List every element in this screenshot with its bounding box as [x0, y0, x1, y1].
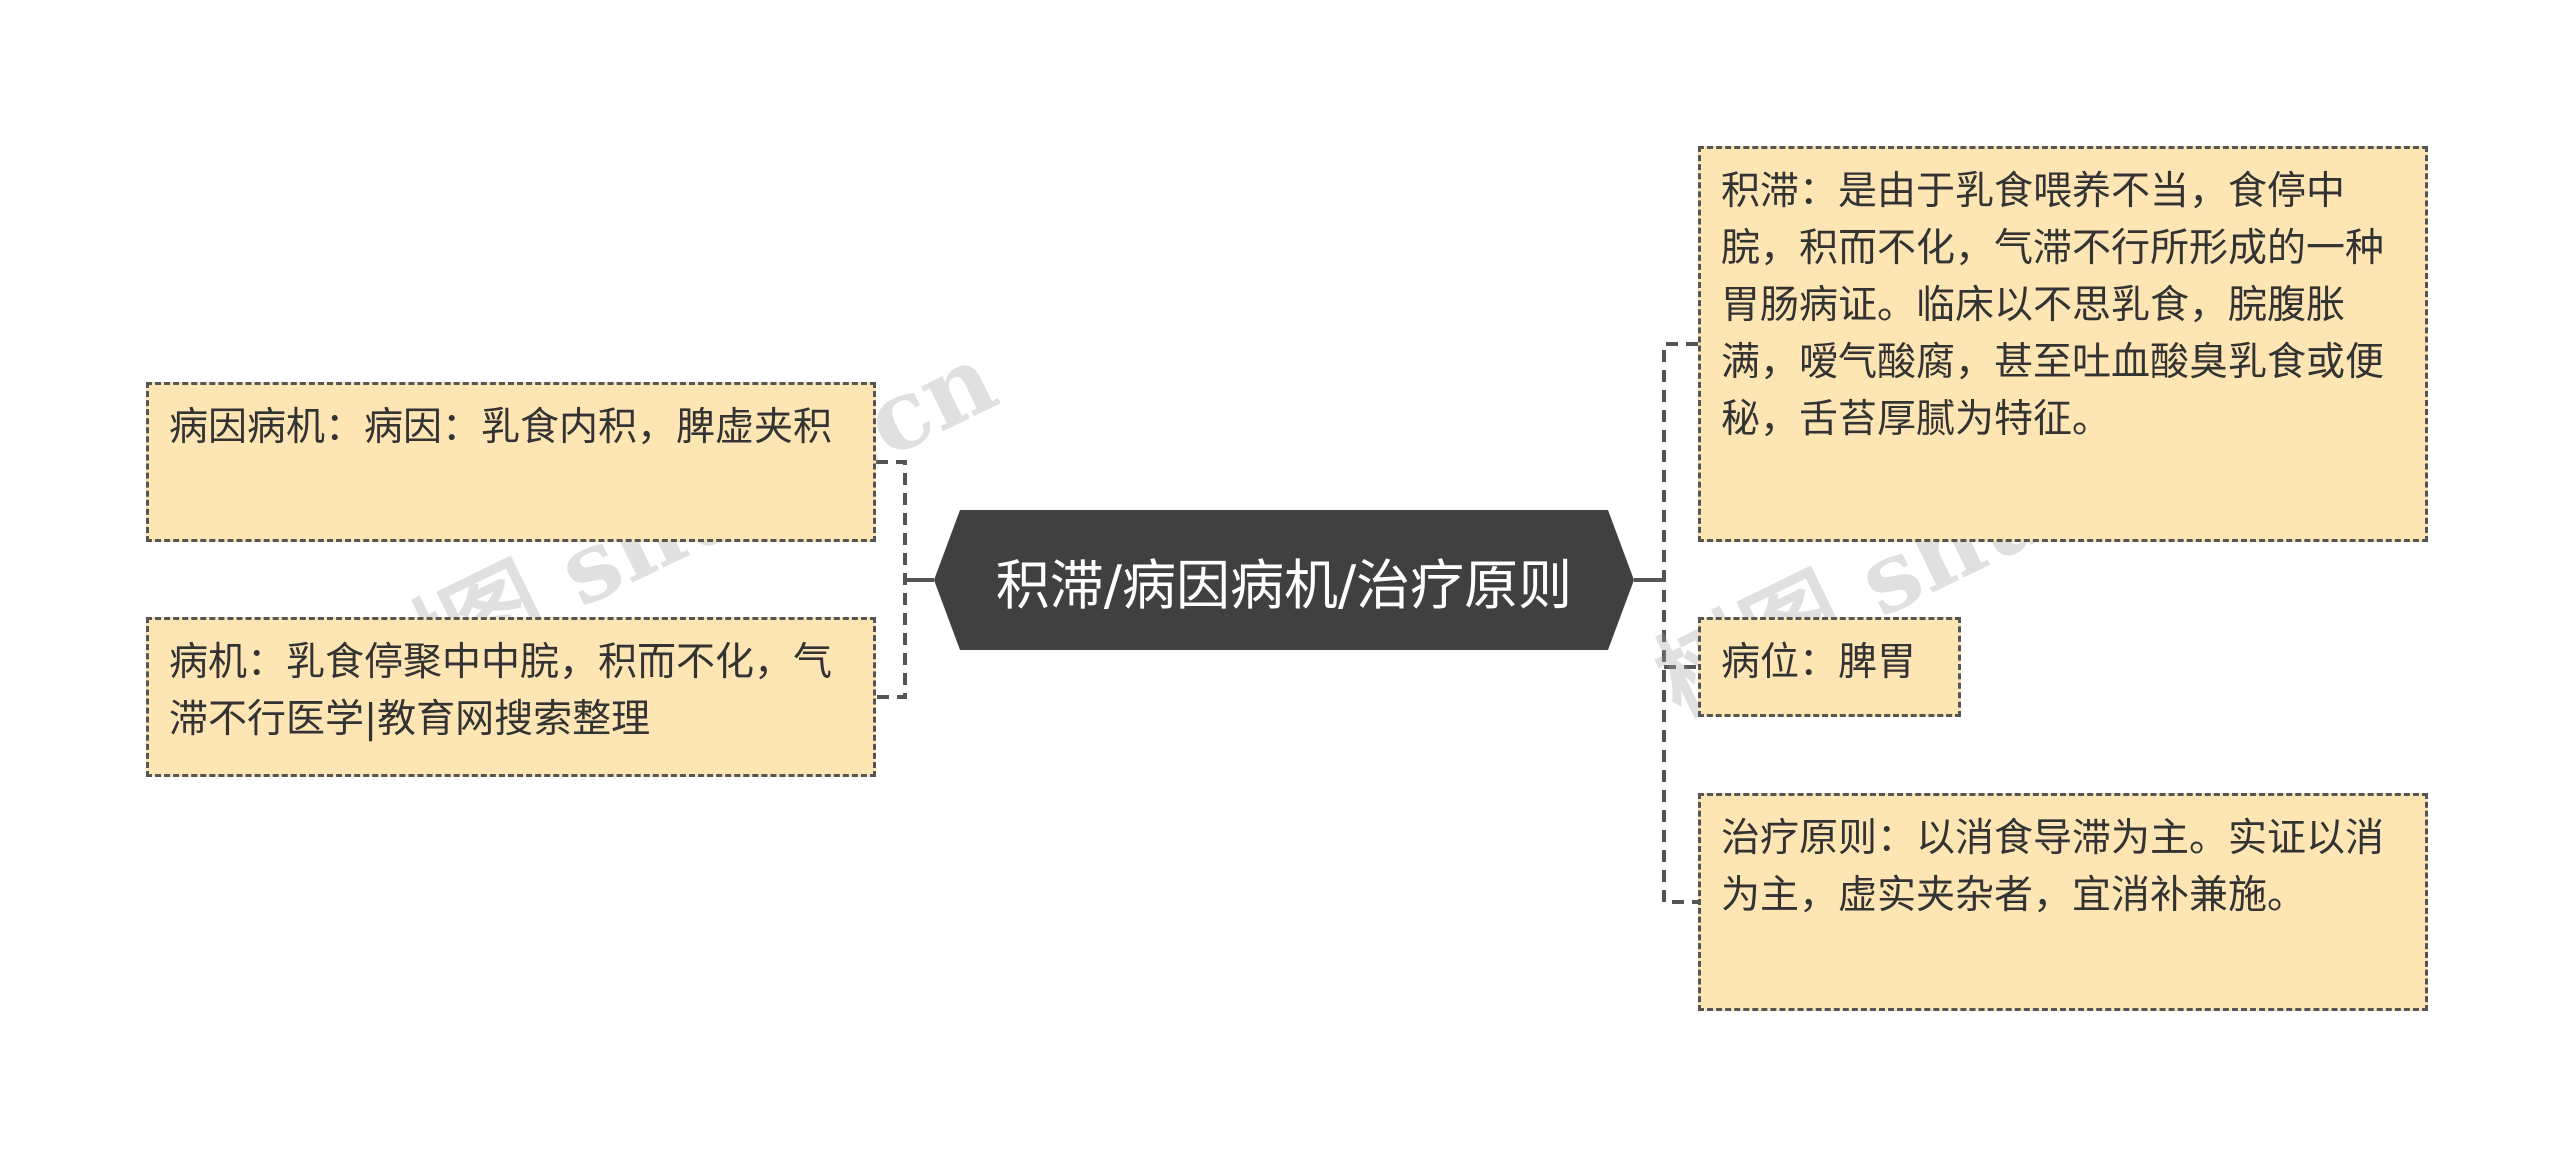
node-location[interactable]: 病位：脾胃 [1698, 617, 1961, 717]
central-topic[interactable]: 积滞/病因病机/治疗原则 [934, 510, 1634, 650]
connector-left-bracket [876, 460, 907, 699]
node-pathogenesis-text: 病机：乳食停聚中中脘，积而不化，气滞不行医学|教育网搜索整理 [169, 640, 833, 742]
central-topic-shape [934, 510, 1634, 650]
node-definition-text: 积滞：是由于乳食喂养不当，食停中脘，积而不化，气滞不行所形成的一种胃肠病证。临床… [1721, 169, 2385, 442]
node-treatment[interactable]: 治疗原则：以消食导滞为主。实证以消为主，虚实夹杂者，宜消补兼施。 [1698, 793, 2428, 1011]
node-treatment-text: 治疗原则：以消食导滞为主。实证以消为主，虚实夹杂者，宜消补兼施。 [1721, 816, 2385, 918]
connector-right-bracket [1662, 342, 1698, 904]
node-pathogenesis[interactable]: 病机：乳食停聚中中脘，积而不化，气滞不行医学|教育网搜索整理 [146, 617, 876, 777]
central-topic-title: 积滞/病因病机/治疗原则 [995, 553, 1573, 617]
node-location-text: 病位：脾胃 [1721, 640, 1917, 685]
node-etiology[interactable]: 病因病机：病因：乳食内积，脾虚夹积 [146, 382, 876, 542]
node-etiology-text: 病因病机：病因：乳食内积，脾虚夹积 [169, 405, 833, 450]
node-definition[interactable]: 积滞：是由于乳食喂养不当，食停中脘，积而不化，气滞不行所形成的一种胃肠病证。临床… [1698, 146, 2428, 542]
